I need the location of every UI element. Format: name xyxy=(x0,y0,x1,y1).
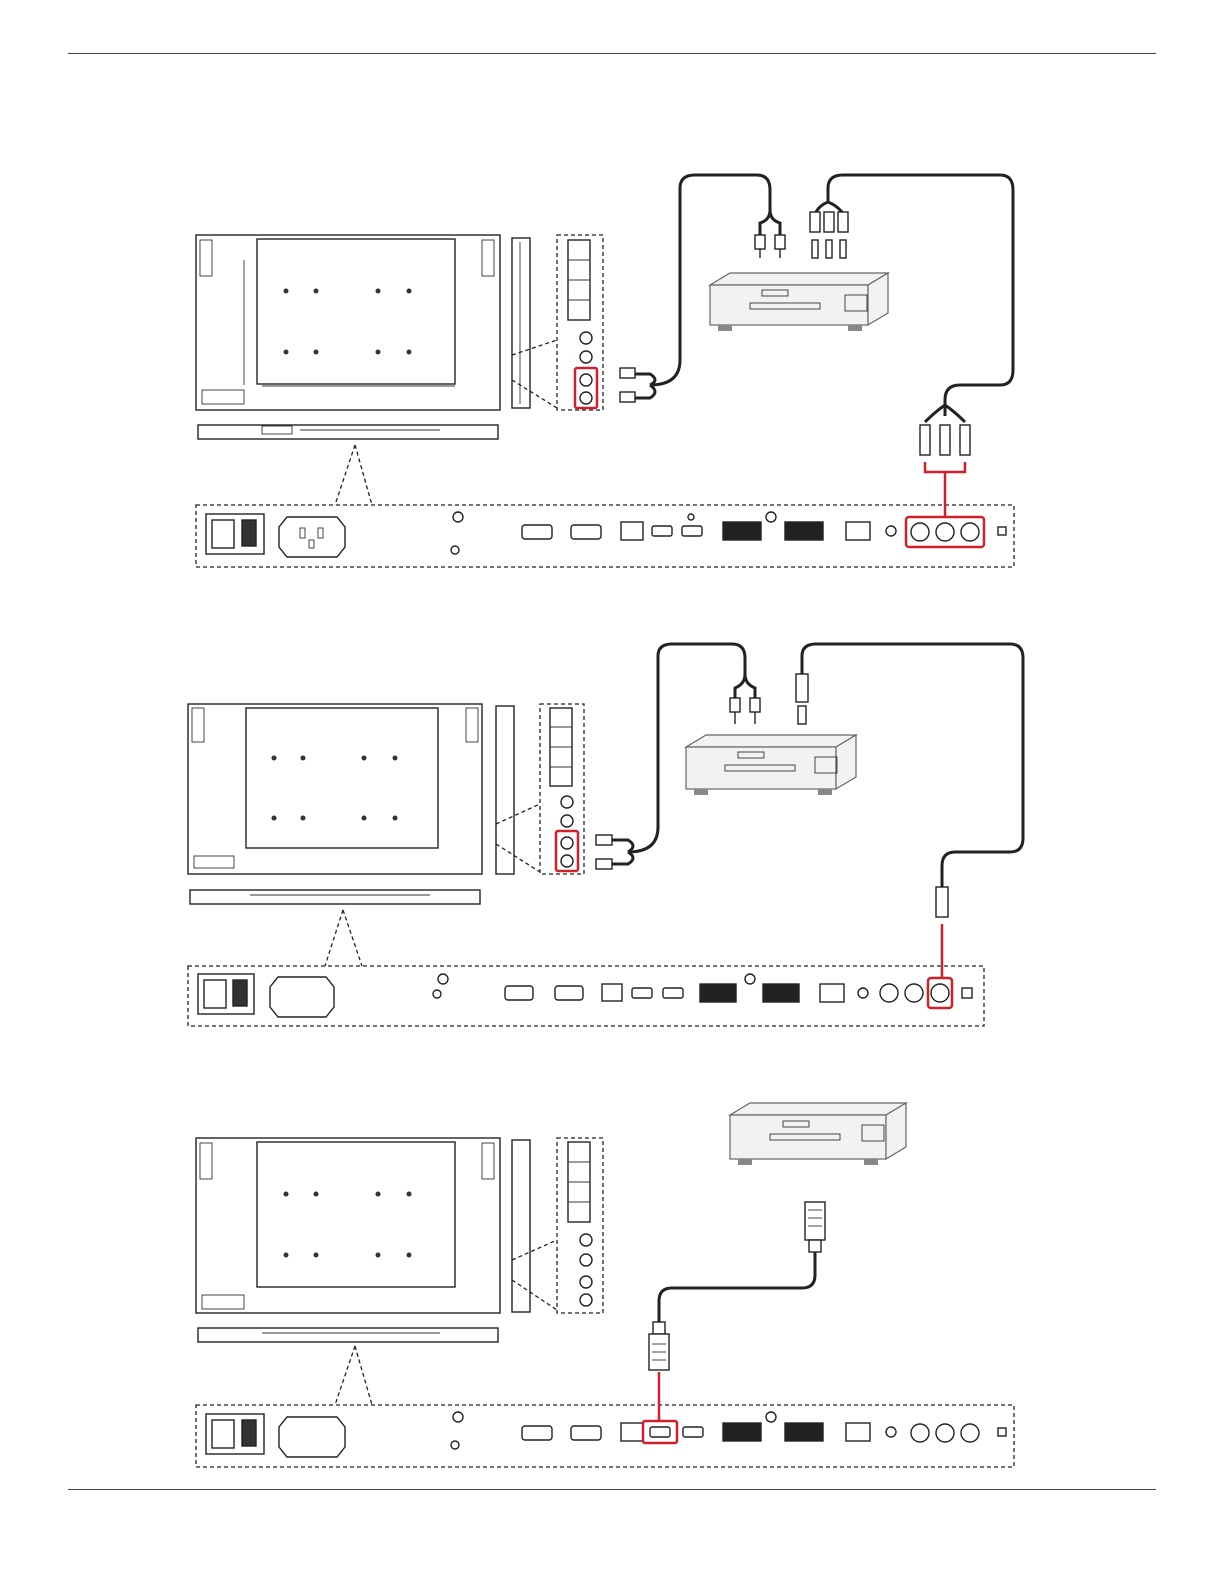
dvd-player xyxy=(710,273,888,331)
component-in-highlight xyxy=(906,517,984,547)
monitor-rear-view xyxy=(196,1138,500,1342)
hdmi-in-highlight xyxy=(643,1421,677,1443)
monitor-side-view xyxy=(496,706,514,874)
dvd-player xyxy=(686,735,856,795)
panel-component-connection xyxy=(0,160,1225,580)
component-connection-diagram xyxy=(0,160,1225,580)
video-cable xyxy=(796,644,1023,979)
hdmi-cable xyxy=(649,1202,825,1422)
composite-connection-diagram xyxy=(0,632,1225,1032)
monitor-rear-view xyxy=(188,704,482,904)
monitor-side-view xyxy=(512,238,530,408)
hdmi-connection-diagram xyxy=(0,1090,1225,1480)
rear-connector-panel xyxy=(188,966,984,1026)
dvd-player xyxy=(730,1103,906,1165)
audio-in-left-jack xyxy=(580,374,592,386)
top-rule xyxy=(68,53,1156,54)
bottom-rule xyxy=(68,1489,1156,1490)
rear-connector-panel xyxy=(196,1405,1014,1467)
component-cable xyxy=(810,175,1013,518)
rear-connector-panel xyxy=(196,505,1014,567)
panel-composite-connection xyxy=(0,632,1225,1032)
panel-hdmi-connection xyxy=(0,1090,1225,1480)
audio-in-right-jack xyxy=(580,392,592,404)
monitor-rear-view xyxy=(196,235,500,439)
